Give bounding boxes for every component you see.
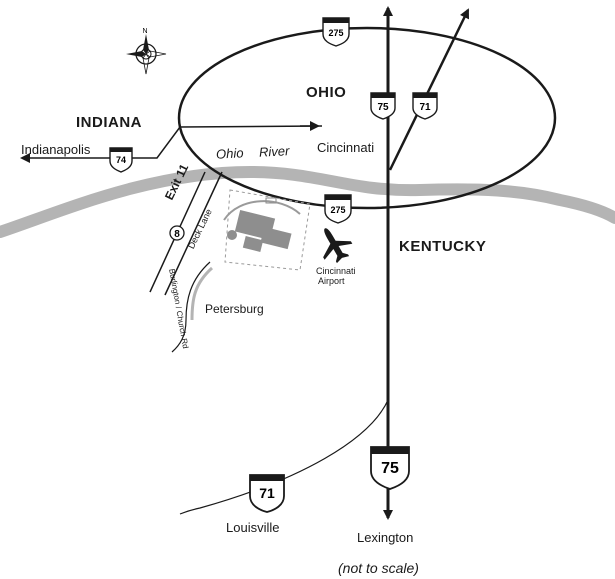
i75-south-shield: 75 <box>370 446 410 490</box>
i74-road <box>20 125 323 163</box>
i71-north-shield: 71 <box>412 92 438 120</box>
airplane-icon <box>323 228 353 264</box>
airport-label-line1: Cincinnati <box>316 266 356 276</box>
exit-number-badge: 8 <box>169 225 185 241</box>
city-label-indianapolis: Indianapolis <box>21 142 91 157</box>
i74-label: 74 <box>116 155 126 165</box>
i71-road <box>388 8 470 171</box>
river-label-river: River <box>258 143 290 160</box>
river-label-ohio: Ohio <box>215 145 244 162</box>
airport-label-line2: Airport <box>318 276 345 286</box>
i75-south-label: 75 <box>381 460 399 477</box>
ohio-river <box>0 165 615 238</box>
i275-top-label: 275 <box>328 28 343 38</box>
city-label-petersburg: Petersburg <box>205 302 264 316</box>
i275-loop <box>177 26 557 210</box>
state-label-indiana: INDIANA <box>76 114 142 131</box>
i75-north-label: 75 <box>377 102 389 113</box>
i71-north-label: 71 <box>419 102 431 113</box>
city-label-louisville: Louisville <box>226 520 280 535</box>
i71-south-label: 71 <box>259 485 275 501</box>
state-label-ohio: OHIO <box>306 84 347 101</box>
church-road <box>171 261 211 353</box>
i275-top-shield: 275 <box>322 17 350 47</box>
i275-bottom-shield: 275 <box>324 194 352 224</box>
svg-text:N: N <box>142 28 147 35</box>
i275-bottom-label: 275 <box>330 205 345 215</box>
city-label-cincinnati: Cincinnati <box>317 140 375 155</box>
i74-shield: 74 <box>109 147 133 173</box>
local-road-2 <box>164 171 223 296</box>
city-label-lexington: Lexington <box>357 530 414 545</box>
airport-curve <box>223 200 301 221</box>
scale-note: (not to scale) <box>338 560 419 576</box>
airport-boundary <box>224 189 311 271</box>
i71-south-shield: 71 <box>249 474 285 513</box>
church-road-gray <box>190 266 214 321</box>
state-label-kentucky: KENTUCKY <box>399 238 487 255</box>
airport-terminal <box>227 197 292 252</box>
compass-rose-icon: N <box>126 28 167 75</box>
i75-north-shield: 75 <box>370 92 396 120</box>
exit-number-text: 8 <box>174 229 180 240</box>
